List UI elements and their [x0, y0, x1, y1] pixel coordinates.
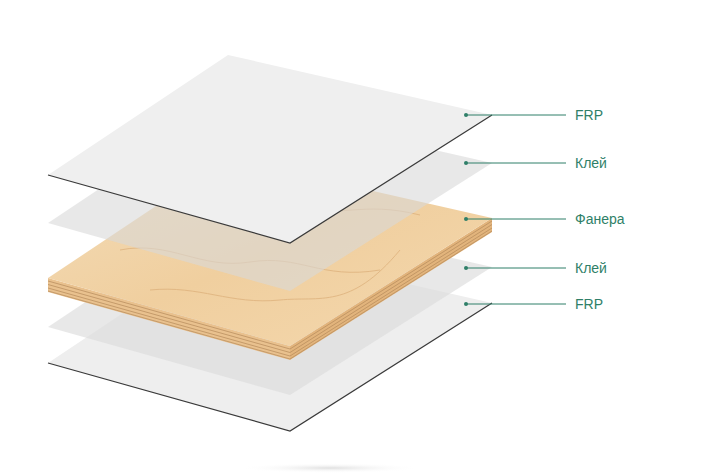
part-label: Клей: [575, 155, 607, 171]
leader-dots: [464, 113, 468, 306]
sheet-edge: [48, 115, 492, 243]
part-label: FRP: [575, 296, 603, 312]
frp-sheet: [48, 55, 492, 243]
part-label: Фанера: [575, 211, 625, 227]
part-label: Клей: [575, 260, 607, 276]
part-label: FRP: [575, 107, 603, 123]
leader-lines: [466, 115, 566, 304]
shadow: [240, 463, 420, 473]
